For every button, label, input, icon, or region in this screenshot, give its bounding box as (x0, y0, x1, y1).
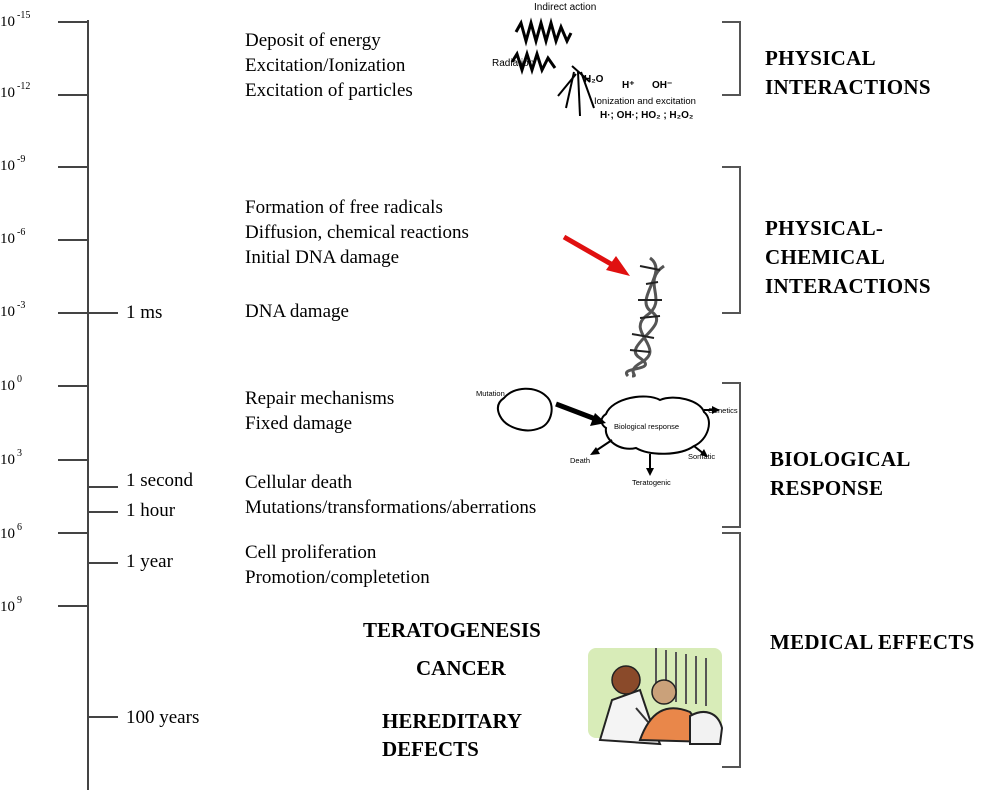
label-genetics: Genetics (708, 406, 738, 415)
events-cellular: Cellular death Mutations/transformations… (245, 470, 536, 520)
event-item: Cell proliferation (245, 542, 377, 563)
effect-cancer: CANCER (416, 656, 506, 680)
event-item: Fixed damage (245, 413, 353, 434)
phase-line: BIOLOGICAL (770, 447, 911, 471)
bracket-physical (722, 21, 741, 96)
label-somatic: Somatic (688, 452, 716, 461)
phase-line: CHEMICAL (765, 245, 886, 269)
event-item: Excitation of particles (245, 80, 413, 101)
radiation-wave-drawing (510, 17, 595, 117)
label-ionization-excitation: Ionization and excitation (594, 96, 696, 107)
axis-power-label: 10-15 (0, 10, 31, 30)
time-label-1-year: 1 year (126, 551, 173, 572)
events-proliferation: Cell proliferation Promotion/completetio… (245, 540, 430, 590)
red-arrow-icon (562, 234, 630, 276)
event-item: Diffusion, chemical reactions (245, 222, 469, 243)
event-item: Deposit of energy (245, 30, 381, 51)
label-h2o: H₂O (584, 74, 604, 85)
effect-hereditary: HEREDITARY DEFECTS (382, 707, 522, 763)
phase-biological-response: BIOLOGICAL RESPONSE (770, 445, 911, 503)
effect-line: HEREDITARY (382, 709, 523, 733)
event-item: Mutations/transformations/aberrations (245, 497, 537, 518)
label-radical-species: H·; OH·; HO₂ ; H₂O₂ (600, 110, 694, 121)
phase-line: PHYSICAL (765, 46, 876, 70)
event-item: Initial DNA damage (245, 247, 400, 268)
effect-teratogenesis: TERATOGENESIS (363, 618, 541, 642)
event-dna-damage: DNA damage (245, 301, 349, 322)
time-label-1-hour: 1 hour (126, 500, 176, 521)
phase-line: RESPONSE (770, 476, 884, 500)
events-physical: Deposit of energy Excitation/Ionization … (245, 28, 413, 103)
label-teratogenic: Teratogenic (632, 478, 671, 487)
phase-physical-interactions: PHYSICAL INTERACTIONS (765, 44, 931, 102)
phase-medical-effects: MEDICAL EFFECTS (770, 630, 975, 654)
biological-response-drawing (496, 387, 720, 476)
event-item: Excitation/Ionization (245, 55, 406, 76)
effect-line: DEFECTS (382, 737, 479, 761)
label-mutation: Mutation (476, 389, 505, 398)
phase-physical-chemical: PHYSICAL- CHEMICAL INTERACTIONS (765, 214, 931, 301)
phase-line: INTERACTIONS (765, 274, 931, 298)
axis-power-label: 10-9 (0, 154, 26, 174)
events-repair: Repair mechanisms Fixed damage (245, 386, 394, 436)
power-ticks (58, 21, 88, 607)
event-item: Promotion/completetion (245, 567, 430, 588)
time-label-1ms: 1 ms (126, 302, 163, 323)
doctor-patient-illustration (588, 648, 724, 746)
bracket-biological (722, 382, 741, 528)
label-indirect-action: Indirect action (534, 2, 597, 13)
time-ticks (88, 312, 118, 718)
label-biological-response: Biological response (614, 422, 680, 431)
label-h-plus: H⁺ (622, 80, 635, 91)
label-radiation: Radiation (492, 58, 535, 69)
bracket-chemical (722, 166, 741, 314)
axis-power-label: 10-6 (0, 227, 26, 247)
event-item: Formation of free radicals (245, 197, 443, 218)
bracket-medical (722, 532, 741, 768)
dna-helix-drawing (624, 256, 665, 378)
label-death: Death (570, 456, 591, 465)
event-item: Repair mechanisms (245, 388, 395, 409)
phase-line: INTERACTIONS (765, 75, 931, 99)
time-label-1-second: 1 second (126, 470, 194, 491)
time-label-100-years: 100 years (126, 707, 200, 728)
phase-line: PHYSICAL- (765, 216, 884, 240)
label-oh-minus: OH⁻ (652, 80, 673, 91)
axis-power-label: 10-12 (0, 81, 31, 101)
axis-power-label: 10-3 (0, 300, 26, 320)
events-chemical: Formation of free radicals Diffusion, ch… (245, 195, 469, 270)
event-item: Cellular death (245, 472, 353, 493)
